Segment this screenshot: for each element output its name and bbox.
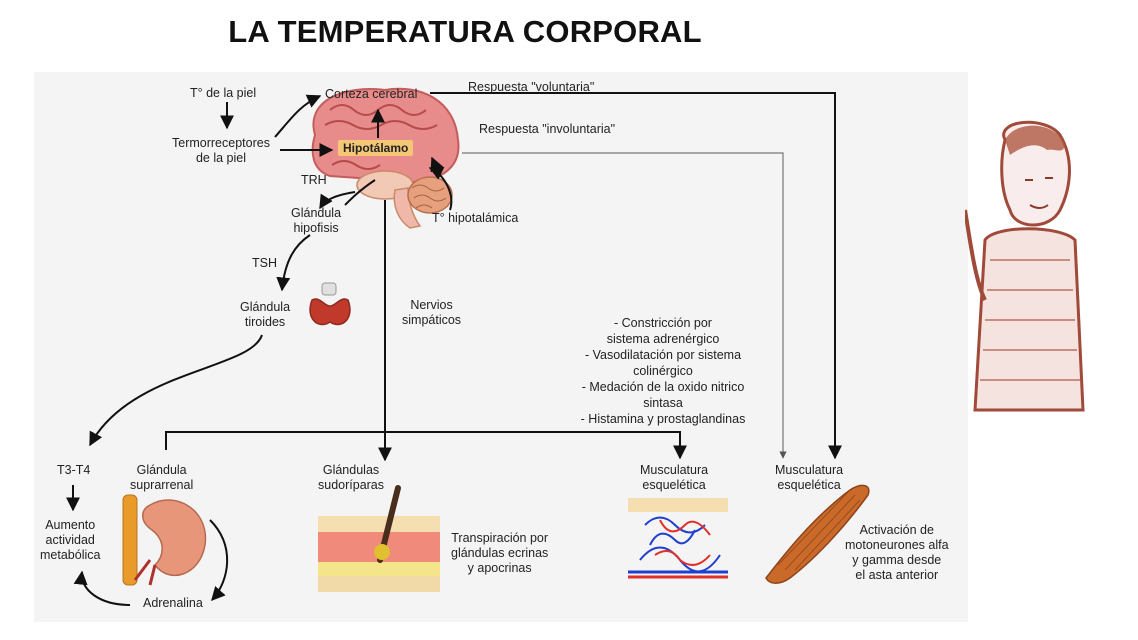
vessels-illustration — [628, 498, 728, 579]
trh-label: TRH — [301, 173, 327, 187]
involuntary-line — [462, 152, 787, 459]
tsh-label: TSH — [252, 256, 277, 270]
t3t4-label: T3-T4 — [57, 463, 91, 477]
thyroid-illustration — [309, 282, 351, 326]
skin-temp-label: T° de la piel — [190, 86, 257, 100]
adrenaline-label: Adrenalina — [143, 596, 203, 610]
brain-illustration — [311, 87, 460, 229]
muscle-illustration — [765, 484, 870, 584]
response-voluntary-label: Respuesta "voluntaria" — [468, 80, 595, 94]
arrows — [66, 92, 842, 606]
page-title: LA TEMPERATURA CORPORAL — [228, 14, 702, 49]
cortex-label: Corteza cerebral — [325, 87, 418, 101]
teacher-sketch — [965, 120, 1085, 412]
kidney-illustration — [122, 494, 207, 586]
response-involuntary-label: Respuesta "involuntaria" — [479, 122, 616, 136]
hypothalamus-label: Hipotálamo — [338, 140, 414, 156]
skin-illustration — [318, 485, 440, 592]
mechanisms-list: - Constricción por sistema adrenérgico -… — [580, 316, 746, 426]
hypothalamic-temp-label: T° hipotalámica — [432, 211, 519, 225]
